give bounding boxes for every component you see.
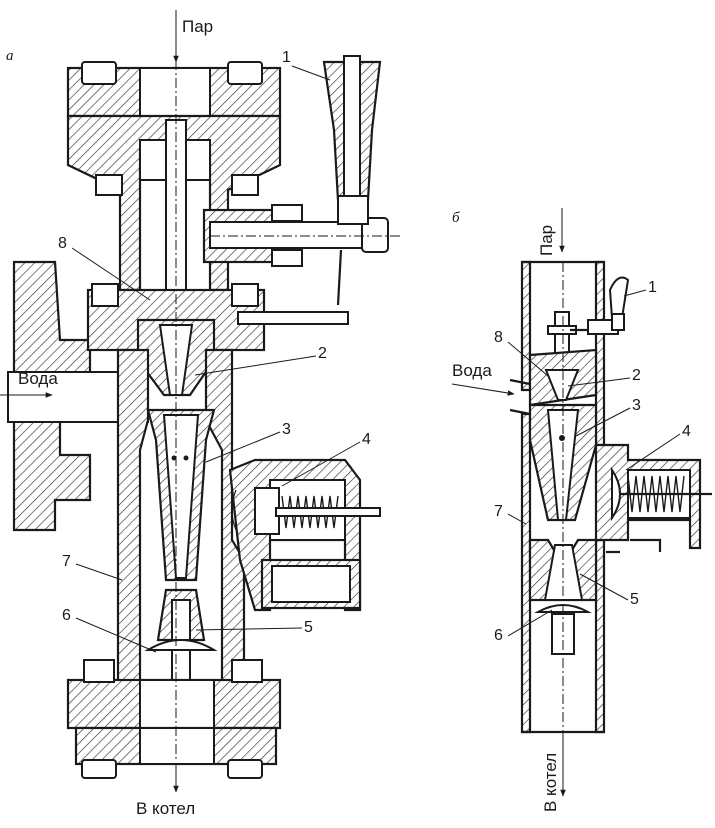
- tube-right-lower: [594, 538, 606, 734]
- water-pipe-top: [509, 378, 531, 386]
- callout-a-3: 3: [282, 421, 291, 438]
- bolt-head: [227, 61, 263, 85]
- callout-b-2: 2: [632, 367, 641, 384]
- tube-left-upper: [520, 260, 532, 392]
- top-flange-bore: [139, 67, 211, 117]
- cone-hole: [183, 455, 189, 461]
- panel-a: а Пар Вода: [0, 10, 402, 818]
- bolt-nut: [95, 174, 123, 196]
- lever-handle-b: [608, 276, 630, 319]
- leader-line: [579, 573, 629, 601]
- callout-b-8: 8: [494, 329, 503, 346]
- bolt-nut: [231, 174, 259, 196]
- cone-hole: [171, 455, 177, 461]
- leader-line: [194, 355, 317, 376]
- callout-a-4: 4: [362, 431, 371, 448]
- steam-nozzle-2-b: [544, 369, 580, 401]
- bolt-nut: [231, 659, 263, 683]
- callout-b-5: 5: [630, 591, 639, 608]
- overflow-arc: [231, 489, 237, 531]
- leader-line: [507, 609, 553, 637]
- bolt-nut: [83, 659, 115, 683]
- lever-pin: [336, 249, 343, 306]
- drain-pin: [237, 311, 349, 325]
- callout-b-1: 1: [648, 279, 657, 296]
- leader-line: [507, 513, 527, 525]
- combining-cone-bore: [162, 414, 200, 579]
- steam-label-a: Пар: [182, 17, 213, 36]
- callout-a-1: 1: [282, 49, 291, 66]
- panel-b-letter: б: [452, 210, 460, 226]
- cone-hole-b: [559, 435, 565, 441]
- callout-a-6: 6: [62, 607, 71, 624]
- water-label-a: Вода: [18, 369, 58, 388]
- gland-nut: [271, 204, 303, 222]
- leader-line: [507, 341, 549, 377]
- overflow-spring-a: [281, 495, 339, 529]
- water-pipe-bottom: [509, 408, 531, 416]
- water-arrow-b: [451, 383, 515, 396]
- delivery-cone-bore: [171, 599, 191, 641]
- bottom-flange-bore: [139, 679, 215, 729]
- stem-nut: [361, 217, 389, 253]
- panel-b: б Пар Вода: [451, 208, 712, 812]
- lever-hub: [337, 195, 369, 225]
- callout-a-7: 7: [62, 553, 71, 570]
- callout-b-3: 3: [632, 397, 641, 414]
- leader-line: [205, 431, 281, 463]
- callout-b-6: 6: [494, 627, 503, 644]
- tube-left-lower: [520, 412, 532, 734]
- overflow-outlet: [630, 538, 662, 552]
- panel-a-letter: а: [6, 48, 14, 64]
- water-label-b: Вода: [452, 361, 492, 380]
- leader-line: [625, 433, 681, 471]
- overflow-valve-disc: [254, 487, 280, 535]
- leader-line: [281, 441, 361, 487]
- tube-right-upper: [594, 260, 606, 447]
- callout-b-4: 4: [682, 423, 691, 440]
- check-valve-6: [144, 639, 218, 651]
- bolt-nut: [231, 283, 259, 307]
- bolt-nut: [91, 283, 119, 307]
- boiler-label-b: В котел: [541, 753, 560, 812]
- steam-label-b: Пар: [537, 225, 556, 256]
- boiler-label-a: В котел: [136, 799, 195, 818]
- bolt-head: [227, 759, 263, 779]
- leader-line: [75, 563, 123, 581]
- leader-line: [195, 627, 303, 631]
- overflow-stem: [275, 507, 381, 517]
- overflow-cap-bore: [271, 565, 351, 603]
- gland-nut: [271, 249, 303, 267]
- lever-rod: [343, 55, 361, 207]
- leader-line: [291, 65, 331, 81]
- leader-line: [623, 289, 647, 297]
- bolt-head: [81, 61, 117, 85]
- callout-a-5: 5: [304, 619, 313, 636]
- callout-a-8: 8: [58, 235, 67, 252]
- callout-a-2: 2: [318, 345, 327, 362]
- valve-stem: [209, 221, 376, 249]
- steam-nozzle-bore: [158, 324, 194, 396]
- body-left-wall: [116, 348, 150, 702]
- bolt-head: [81, 759, 117, 779]
- leader-line: [567, 377, 631, 387]
- callout-b-7: 7: [494, 503, 503, 520]
- leader-line: [71, 247, 151, 301]
- leader-line: [75, 617, 157, 653]
- bottom-pipe-bore: [139, 727, 215, 765]
- leader-line: [575, 407, 631, 437]
- overflow-spring-b: [627, 475, 685, 513]
- lever-hub-b: [611, 313, 625, 331]
- overflow-disc-b: [611, 466, 621, 522]
